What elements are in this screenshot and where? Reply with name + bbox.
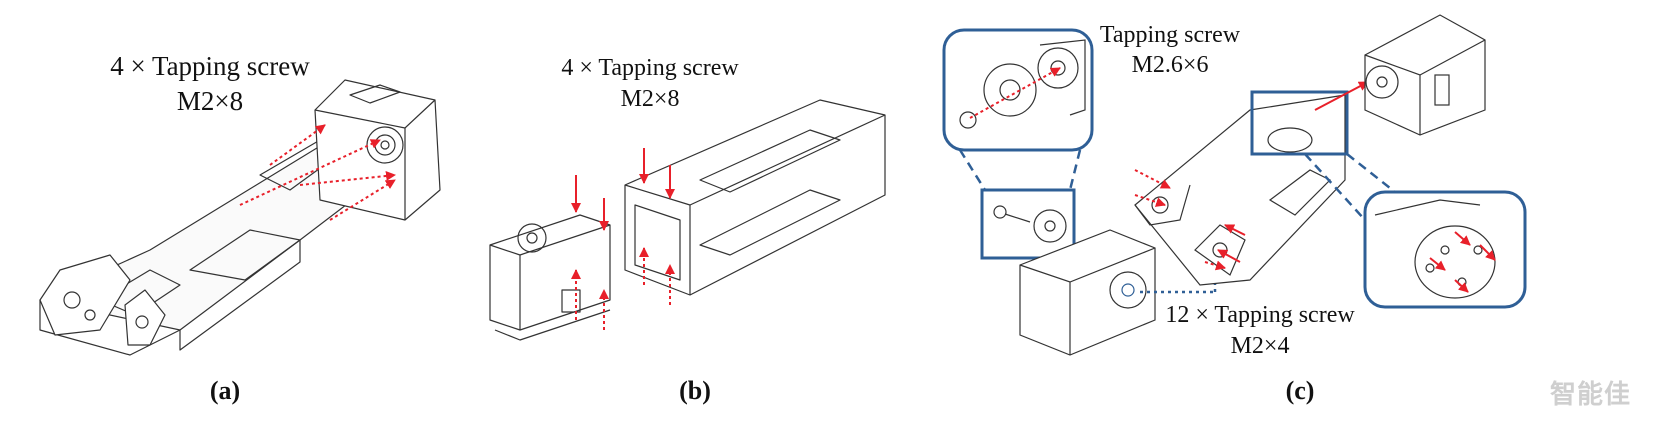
panel-c-caption: (c)	[1285, 376, 1315, 405]
panel-b-screw-qty: 4 × Tapping screw	[561, 55, 739, 81]
panel-c-screw-a-qty: Tapping screw	[1099, 22, 1241, 48]
panel-a-drawing	[39, 79, 441, 356]
panel-c-servo-top	[1364, 14, 1486, 136]
panel-b-arrows	[571, 148, 675, 330]
panel-c-callout-horn	[942, 28, 1094, 152]
panel-c-screw-a-size: M2.6×6	[1131, 52, 1209, 78]
panel-a-screw-qty: 4 × Tapping screw	[110, 51, 310, 81]
panel-c-bracket	[1134, 94, 1346, 286]
panel-c-bracket-arrows	[1134, 81, 1369, 271]
panel-a-screw-size: M2×8	[176, 86, 244, 116]
panel-c-screw-b-size: M2×4	[1230, 333, 1290, 359]
watermark: 智能佳	[1550, 380, 1632, 410]
panel-c-screw-b-qty: 12 × Tapping screw	[1165, 302, 1355, 328]
panel-c-callout-horn-leaders	[958, 149, 1082, 191]
panel-c-bracket-leaders	[1304, 153, 1396, 221]
panel-c-callout-holes	[1363, 190, 1527, 309]
panel-a-arrows	[239, 124, 396, 221]
panel-c-small-box-left	[980, 188, 1076, 260]
panel-c-horn-parts	[993, 205, 1067, 243]
panel-c-servo-bottom	[1019, 229, 1156, 356]
panel-a-caption: (a)	[209, 376, 241, 405]
panel-b-caption: (b)	[679, 376, 711, 405]
panel-c-small-box-right	[1250, 90, 1349, 156]
panel-b-drawing	[489, 99, 886, 341]
panel-b-screw-size: M2×8	[620, 86, 680, 112]
